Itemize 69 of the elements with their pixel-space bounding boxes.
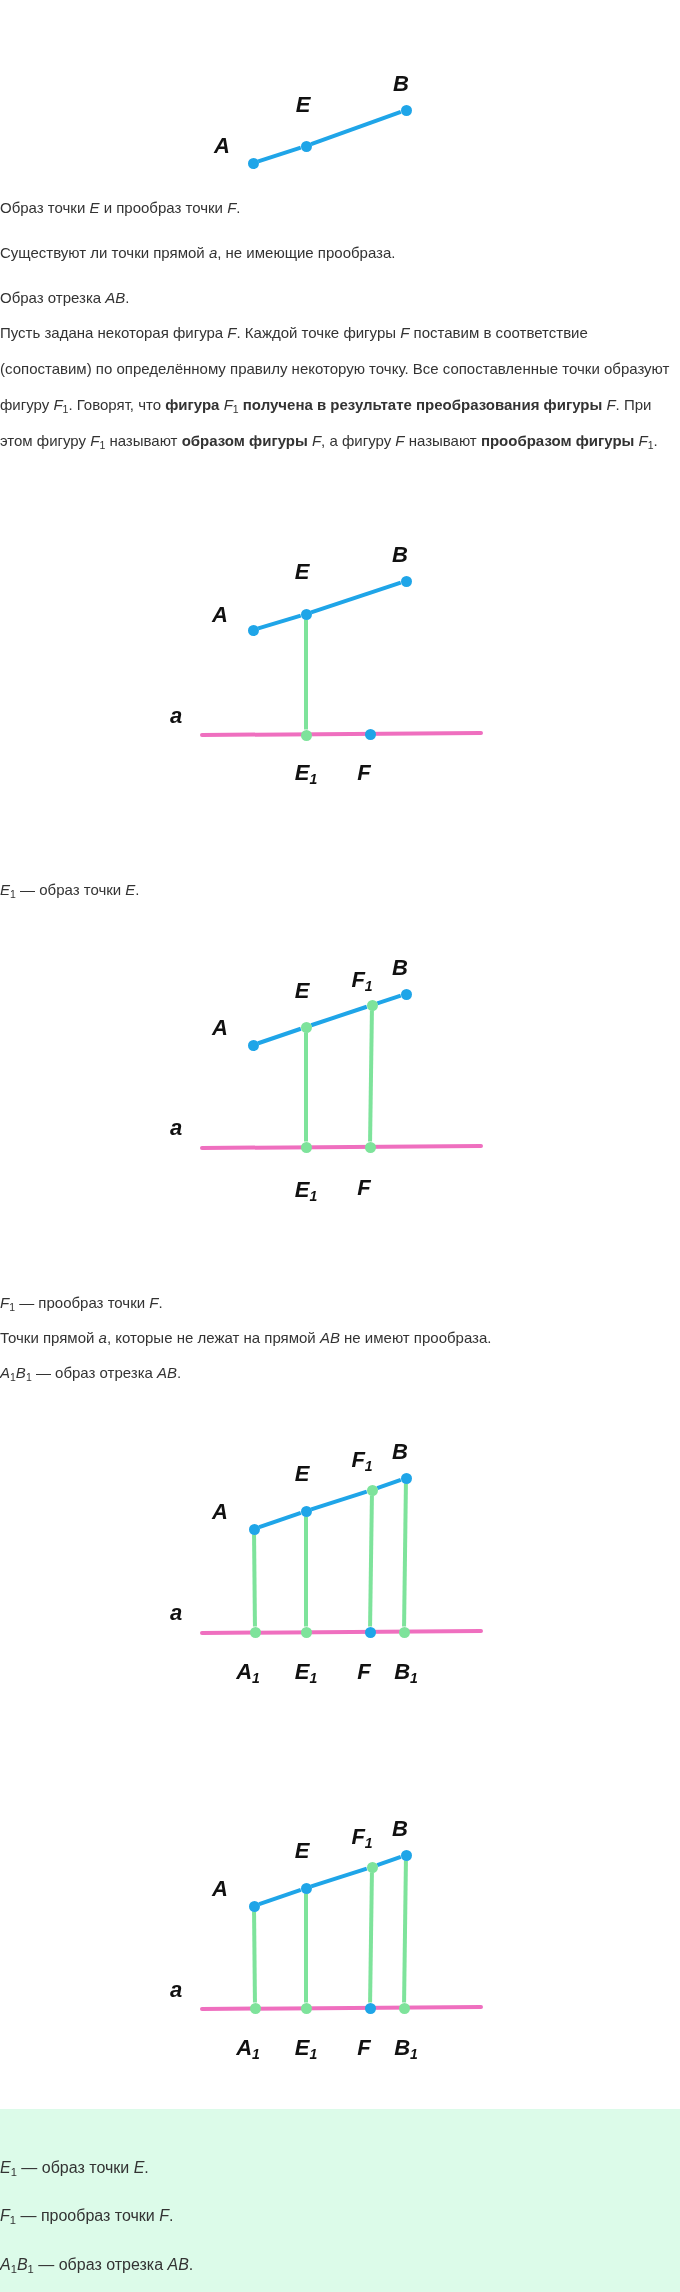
point-label: F [357,762,371,784]
point-label: B$_{1}$ [394,1661,418,1683]
point-label: F$_{1}$ [351,969,373,991]
line-label: a [169,1602,183,1624]
text-line: A$_{1}$B$_{1}$ — образ отрезка AB. [0,1363,182,1384]
line-label: a [169,1117,183,1139]
line-segment [258,1887,302,1907]
point-label: F [357,2037,371,2059]
text-line: F$_{1}$ — прообраз точки F. [0,2206,174,2227]
point-label: E [294,1463,310,1485]
point-label: F [357,1177,371,1199]
line-segment [304,1032,308,1142]
text-line: Точки прямой a, которые не лежат на прямой AB не имеют прообраза. [0,1328,492,1348]
line-segment [402,1483,408,1627]
point-label: F$_{1}$ [351,1449,373,1471]
text-line: E$_{1}$ — образ точки E. [0,880,140,901]
line-label: a [169,1979,183,2001]
point-label: E [294,561,310,583]
text-line: A$_{1}$B$_{1}$ — образ отрезка AB. [0,2255,194,2276]
point-label: B [392,957,408,979]
point-label: A$_{1}$ [236,1661,260,1683]
point-label: B [392,1441,408,1463]
point-label: B [393,73,409,95]
line-segment [402,1860,408,2003]
line-segment [304,1516,308,1627]
point-label: E$_{1}$ [294,2037,318,2059]
point-label: F [357,1661,371,1683]
text-line: Существуют ли точки прямой a, не имеющие прообраза. [0,243,396,263]
point-label: E [295,94,311,116]
line-segment [310,1866,368,1889]
line-segment [257,145,302,164]
point-label: E [294,980,310,1002]
line-segment [376,993,402,1006]
point-label: F$_{1}$ [351,1826,373,1848]
point-label: E$_{1}$ [294,1179,318,1201]
line-segment [304,619,308,730]
line-segment [252,1534,257,1627]
line-label: a [169,705,183,727]
text-line: F$_{1}$ — прообраз точки F. [0,1293,163,1314]
line-segment [368,1872,374,2003]
text-line: Образ точки E и прообраз точки F. [0,198,241,218]
point-label: A [214,135,230,157]
line-segment [310,580,402,615]
point-label: B [392,1818,408,1840]
point-label: E$_{1}$ [294,1661,318,1683]
paragraph: Пусть задана некоторая фигура F. Каждой точке фигуры F поставим в соответствие (сопоставим) по определённому правилу некоторую точку. Все сопоставленные точки образуют фигуру F$_{1}$. Говорят, что фигура F$_{1}$ получена в результате преобразования фигуры F. При этом фигуру F$_{1}$ называют образом фигуры F, а фигуру F называют прообразом фигуры F$_{1}$. [0,323,671,453]
point-label: B [392,544,408,566]
line-segment [310,1004,368,1028]
line-segment [368,1495,374,1627]
point-label: E$_{1}$ [294,762,318,784]
line-segment [252,1911,257,2003]
line-segment [257,1026,302,1046]
point-label: B$_{1}$ [394,2037,418,2059]
point-label: A [212,604,228,626]
line-segment [376,1477,402,1491]
line-segment [376,1854,402,1868]
line-segment [257,613,302,631]
line-segment [368,1010,374,1142]
line-segment [310,1489,368,1512]
point-label: A$_{1}$ [236,2037,260,2059]
text-line: E$_{1}$ — образ точки E. [0,2158,149,2179]
line-segment [304,1893,308,2003]
point-label: E [294,1840,310,1862]
point-label: A [212,1501,228,1523]
line-segment [310,109,402,147]
line-segment [258,1510,302,1530]
text-line: Образ отрезка AB. [0,288,130,308]
point-label: A [212,1878,228,1900]
point-label: A [212,1017,228,1039]
